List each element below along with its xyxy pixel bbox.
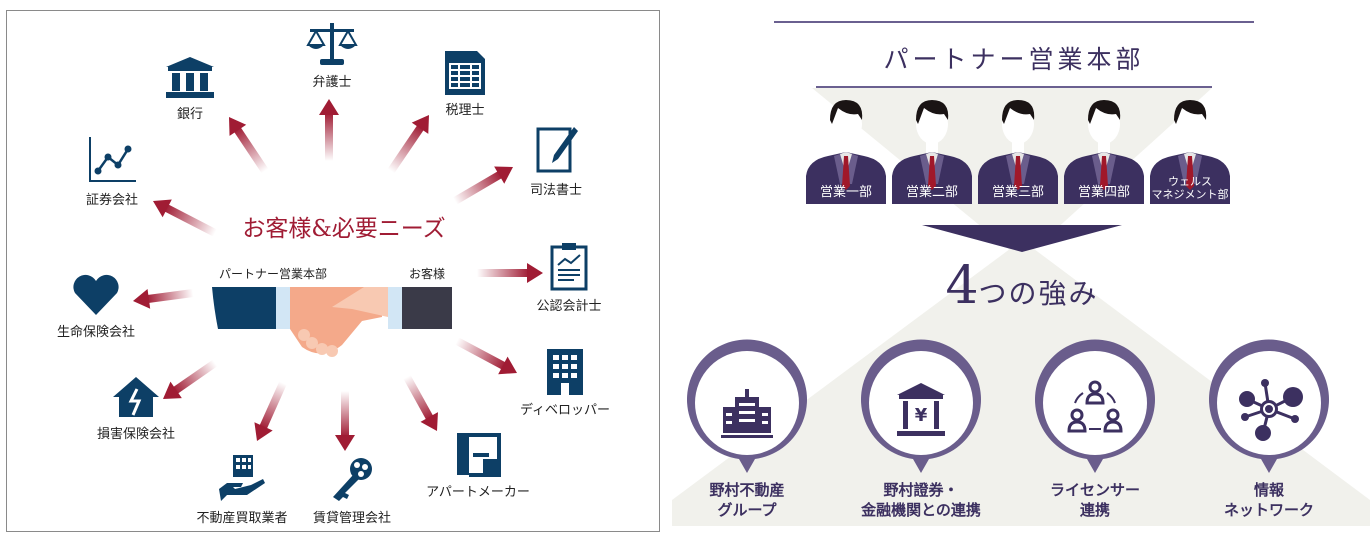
- department-2: 営業二部: [890, 94, 974, 204]
- building-in-hand-icon: [219, 455, 265, 501]
- node-rental-management: 賃貸管理会社: [307, 457, 397, 526]
- arrow-damage_ins: [163, 359, 218, 400]
- strength-label-line2: ネットワーク: [1223, 501, 1314, 519]
- strength-label: 情報 ネットワーク: [1194, 480, 1344, 520]
- strengths-text: つの強み: [978, 277, 1099, 310]
- heart-icon: [73, 274, 119, 315]
- arrow-bank: [228, 117, 269, 174]
- spreadsheet-icon: [445, 51, 485, 95]
- arrow-life_ins: [133, 288, 194, 309]
- yen-bank-icon: ¥: [861, 339, 981, 473]
- businessperson-icon: [1150, 100, 1230, 204]
- arrows-layer: [133, 99, 543, 451]
- node-label: 損害保険会社: [96, 427, 175, 442]
- node-label: 賃貸管理会社: [312, 511, 391, 526]
- node-tax: 税理士: [430, 51, 500, 118]
- arrow-securities: [152, 199, 217, 237]
- department-1: 営業一部: [804, 94, 888, 204]
- broken-house-icon: [113, 377, 159, 417]
- title-rule-top: [774, 21, 1254, 23]
- building-icon: [547, 349, 583, 395]
- hq-strengths-diagram: パートナー営業本部 営業一部 営業二部: [672, 0, 1370, 536]
- strength-label-line1: 野村證券・: [883, 481, 959, 499]
- node-apartment-maker: アパートメーカー: [423, 431, 533, 500]
- needs-diagram: 銀行 弁護士 税理士: [6, 10, 660, 532]
- node-label: 税理士: [445, 103, 485, 118]
- strength-label: ライセンサー 連携: [1020, 480, 1170, 520]
- department-label: 営業二部: [905, 185, 958, 200]
- arrow-tax: [387, 115, 430, 174]
- node-label: 銀行: [176, 107, 203, 122]
- node-cpa: 公認会計士: [529, 241, 609, 314]
- department-label: 営業一部: [819, 185, 872, 200]
- scales-icon: [306, 23, 358, 65]
- svg-text:¥: ¥: [915, 405, 928, 426]
- document-pen-icon: [536, 127, 578, 173]
- node-label: 司法書士: [529, 183, 582, 198]
- arrow-apartment: [403, 375, 438, 432]
- node-label: ディベロッパー: [519, 403, 611, 418]
- network-icon: [1209, 339, 1329, 473]
- line-chart-icon: [89, 137, 136, 182]
- department-label: 営業三部: [991, 185, 1044, 200]
- department-label: 営業四部: [1077, 185, 1130, 200]
- arrow-developer: [455, 337, 518, 375]
- node-securities: 証券会社: [77, 135, 147, 208]
- businessperson-icon: [1064, 100, 1144, 204]
- node-label: 弁護士: [312, 75, 352, 90]
- bank-icon: [166, 57, 214, 98]
- hq-title: パートナー営業本部: [883, 45, 1145, 74]
- handshake-icon: [212, 287, 452, 357]
- handshake-right-label: お客様: [409, 267, 446, 281]
- strength-label-line1: 野村不動産: [709, 481, 785, 499]
- floorplan-icon: [457, 433, 501, 477]
- department-4: 営業四部: [1062, 94, 1146, 204]
- strength-label-line1: 情報: [1253, 481, 1284, 499]
- strength-label-line2: グループ: [717, 501, 777, 519]
- node-developer: ディベロッパー: [515, 349, 615, 418]
- node-label: 不動産買取業者: [196, 511, 288, 526]
- node-bank: 銀行: [155, 55, 225, 122]
- strength-label-line2: 金融機関との連携: [861, 501, 981, 519]
- arrow-rental: [335, 391, 355, 451]
- node-label: アパートメーカー: [426, 485, 530, 500]
- clipboard-chart-icon: [550, 243, 588, 291]
- arrow-lawyer: [319, 99, 339, 161]
- node-label: 公認会計士: [536, 299, 602, 314]
- strength-3: ライセンサー 連携: [1020, 338, 1170, 520]
- arrow-cpa: [477, 263, 543, 283]
- handshake-left-label: パートナー営業本部: [219, 267, 328, 281]
- title-rule-bottom: [816, 86, 1212, 88]
- strength-2: ¥ 野村證券・ 金融機関との連携: [846, 338, 996, 520]
- businessperson-icon: [806, 100, 886, 204]
- strengths-number: 4: [945, 256, 979, 316]
- node-damage-insurance: 損害保険会社: [91, 375, 181, 442]
- node-lawyer: 弁護士: [297, 21, 367, 90]
- strength-1: 野村不動産 グループ: [672, 338, 822, 520]
- strength-label: 野村不動産 グループ: [672, 480, 822, 520]
- businessperson-icon: [978, 100, 1058, 204]
- strengths-title: 4つの強み: [912, 256, 1132, 316]
- node-label: 生命保険会社: [56, 325, 135, 340]
- department-3: 営業三部: [976, 94, 1060, 204]
- node-label: 証券会社: [85, 193, 138, 208]
- department-label-line1: ウェルス: [1168, 175, 1212, 188]
- strength-label: 野村證券・ 金融機関との連携: [846, 480, 996, 520]
- department-5: ウェルスマネジメント部: [1148, 94, 1232, 204]
- strength-4: 情報 ネットワーク: [1194, 338, 1344, 520]
- node-real-estate-buyer: 不動産買取業者: [187, 453, 297, 526]
- strength-label-line2: 連携: [1079, 501, 1110, 519]
- department-label: ウェルスマネジメント部: [1148, 175, 1232, 201]
- strength-label-line1: ライセンサー: [1049, 481, 1140, 499]
- office-building-icon: [687, 339, 807, 473]
- businessperson-icon: [892, 100, 972, 204]
- center-title: お客様&必要ニーズ: [242, 216, 446, 242]
- department-label-line2: マネジメント部: [1151, 188, 1229, 201]
- node-scrivener: 司法書士: [521, 125, 591, 198]
- node-life-insurance: 生命保険会社: [51, 273, 141, 340]
- arrow-buyer: [254, 381, 287, 442]
- people-cycle-icon: [1035, 339, 1155, 473]
- arrow-scrivener: [452, 166, 513, 205]
- key-icon: [333, 458, 372, 501]
